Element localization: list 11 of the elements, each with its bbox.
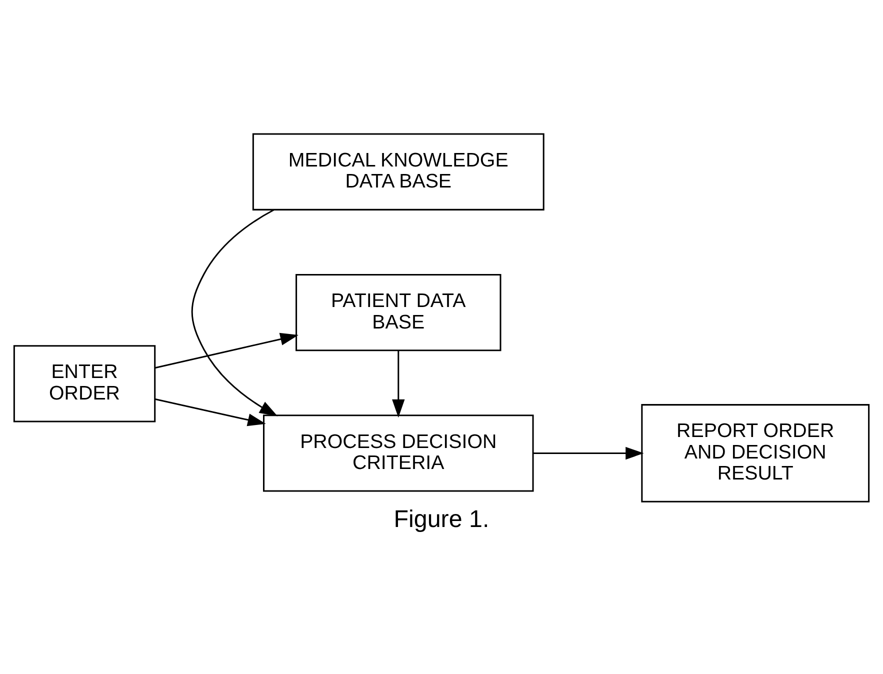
caption: Figure 1. — [394, 506, 490, 533]
node-box: PATIENT DATA BASE — [296, 273, 502, 351]
arrow — [154, 398, 266, 426]
arrow — [392, 350, 405, 418]
node-box: ENTER ORDER — [13, 344, 156, 422]
node-box: MEDICAL KNOWLEDGE DATA BASE — [252, 132, 544, 210]
node-box: REPORT ORDER AND DECISION RESULT — [641, 404, 870, 502]
arrow — [191, 208, 278, 416]
arrow — [533, 446, 644, 460]
arrow — [154, 332, 298, 368]
node-box: PROCESS DECISION CRITERIA — [263, 414, 534, 492]
